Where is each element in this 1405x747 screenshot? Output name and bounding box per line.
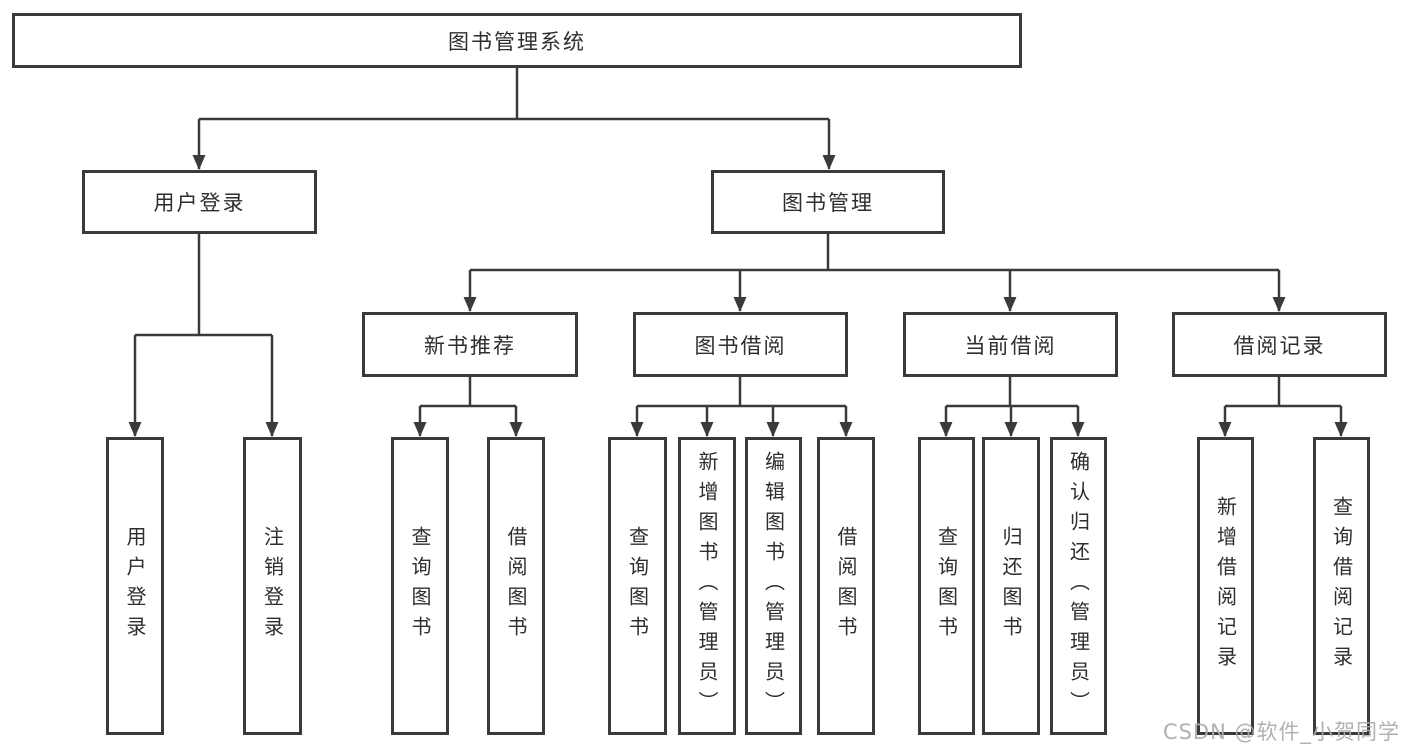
node-current-borrow: 当前借阅	[903, 312, 1118, 377]
node-library-management-system: 图书管理系统	[12, 13, 1022, 68]
node-label: 查询图书	[408, 526, 432, 646]
csdn-watermark: CSDN @软件_小贺同学	[1162, 720, 1400, 744]
leaf-add-books-admin: 新增图书（管理员）	[678, 437, 736, 735]
node-label: 图书管理系统	[448, 29, 586, 54]
node-label: 查询图书	[934, 526, 959, 646]
leaf-borrow-books: 借阅图书	[487, 437, 545, 735]
leaf-query-borrow-record: 查询借阅记录	[1313, 437, 1370, 735]
node-new-book-recommend: 新书推荐	[362, 312, 578, 377]
node-label: 借阅图书	[504, 526, 528, 646]
leaf-confirm-return-admin: 确认归还（管理员）	[1050, 437, 1107, 735]
leaf-query-books: 查询图书	[918, 437, 975, 735]
leaf-user-login: 用户登录	[106, 437, 164, 735]
node-label: 归还图书	[999, 526, 1023, 646]
node-label: 借阅记录	[1233, 333, 1326, 358]
leaf-query-books: 查询图书	[608, 437, 667, 735]
node-label: 查询借阅记录	[1329, 496, 1354, 676]
node-label: 新增借阅记录	[1213, 496, 1238, 676]
leaf-add-borrow-record: 新增借阅记录	[1197, 437, 1254, 735]
leaf-logout: 注销登录	[243, 437, 302, 735]
leaf-edit-books-admin: 编辑图书（管理员）	[745, 437, 802, 735]
node-label: 当前借阅	[964, 333, 1057, 358]
node-label: 图书借阅	[694, 333, 787, 358]
node-label: 用户登录	[153, 191, 246, 215]
node-label: 查询图书	[625, 526, 650, 646]
leaf-borrow-books: 借阅图书	[817, 437, 875, 735]
node-label: 用户登录	[123, 526, 147, 646]
node-user-login: 用户登录	[82, 170, 317, 234]
leaf-query-books: 查询图书	[391, 437, 449, 735]
node-label: 注销登录	[260, 526, 285, 646]
node-label: 确认归还（管理员）	[1066, 451, 1091, 721]
node-label: 图书管理	[782, 191, 874, 215]
node-borrow-record: 借阅记录	[1172, 312, 1387, 377]
node-label: 新书推荐	[424, 333, 516, 358]
node-label: 新增图书（管理员）	[695, 451, 719, 721]
node-book-management: 图书管理	[711, 170, 945, 234]
node-book-borrow: 图书借阅	[633, 312, 848, 377]
leaf-return-books: 归还图书	[982, 437, 1040, 735]
node-label: 编辑图书（管理员）	[761, 451, 786, 721]
node-label: 借阅图书	[834, 526, 858, 646]
